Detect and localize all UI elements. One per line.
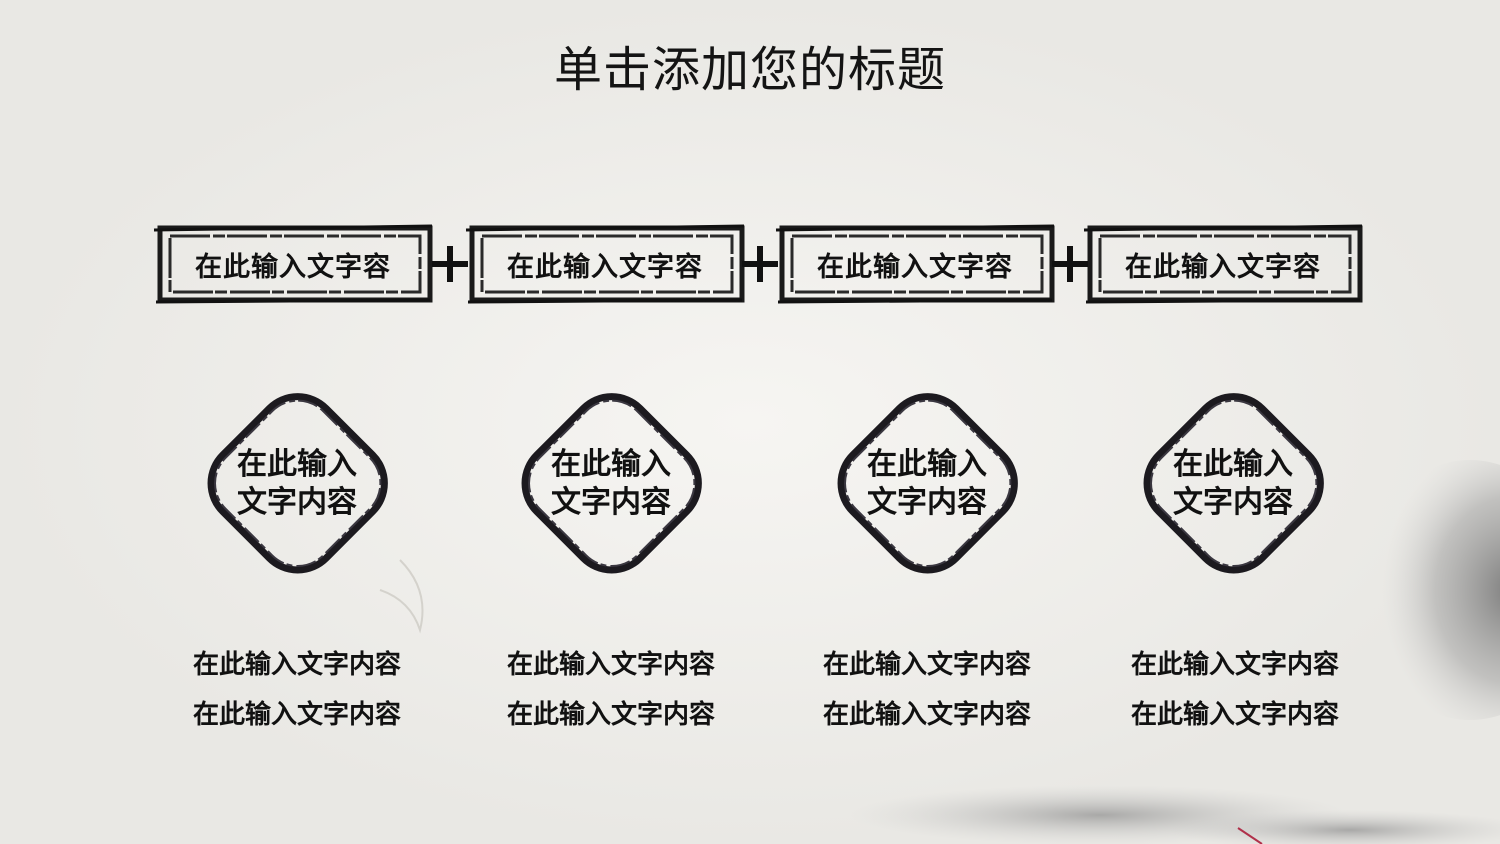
step-box-label: 在此输入文字容: [195, 251, 391, 283]
ink-brush-frame-icon: [1083, 224, 1363, 304]
diamond-line-2: 文字内容: [237, 485, 357, 520]
description-block-4: 在此输入文字内容 在此输入文字内容: [1090, 640, 1380, 740]
ink-diamond-frame-icon: [207, 393, 388, 574]
diamond-line-1: 在此输入: [1173, 447, 1293, 482]
description-line-2: 在此输入文字内容: [192, 700, 401, 730]
description-line-1: 在此输入文字内容: [1130, 650, 1339, 680]
step-box-label: 在此输入文字容: [817, 251, 1013, 283]
step-box-label: 在此输入文字容: [507, 251, 703, 283]
diamond-card-1[interactable]: 在此输入 文字内容: [172, 358, 422, 610]
description-line-1: 在此输入文字内容: [506, 650, 715, 680]
ink-brush-frame-icon: [465, 224, 745, 304]
plus-icon: [432, 246, 468, 282]
ink-diamond-frame-icon: [1143, 393, 1324, 574]
diamond-card-2[interactable]: 在此输入 文字内容: [486, 358, 736, 610]
description-line-1: 在此输入文字内容: [822, 650, 1031, 680]
diamond-text: 在此输入 文字内容: [172, 358, 422, 610]
description-block-1: 在此输入文字内容 在此输入文字内容: [152, 640, 442, 740]
step-box-4[interactable]: 在此输入文字容: [1082, 222, 1364, 306]
diamond-line-1: 在此输入: [867, 447, 987, 482]
step-box-3[interactable]: 在此输入文字容: [774, 222, 1056, 306]
ink-diamond-frame-icon: [521, 393, 702, 574]
page-title: 单击添加您的标题: [553, 42, 946, 98]
description-block-2: 在此输入文字内容 在此输入文字内容: [466, 640, 756, 740]
ink-brush-frame-icon: [153, 224, 433, 304]
description-line-2: 在此输入文字内容: [506, 700, 715, 730]
plus-icon: [742, 246, 778, 282]
step-box-1[interactable]: 在此输入文字容: [152, 222, 434, 306]
diamond-line-2: 文字内容: [867, 485, 987, 520]
diamond-line-1: 在此输入: [237, 447, 357, 482]
diamond-text: 在此输入 文字内容: [486, 358, 736, 610]
diamond-card-4[interactable]: 在此输入 文字内容: [1108, 358, 1358, 610]
diamond-line-2: 文字内容: [1173, 485, 1293, 520]
diamond-text: 在此输入 文字内容: [1108, 358, 1358, 610]
step-box-2[interactable]: 在此输入文字容: [464, 222, 746, 306]
plus-icon: [1052, 246, 1088, 282]
description-line-2: 在此输入文字内容: [1130, 700, 1339, 730]
description-line-2: 在此输入文字内容: [822, 700, 1031, 730]
description-block-3: 在此输入文字内容 在此输入文字内容: [782, 640, 1072, 740]
step-box-label: 在此输入文字容: [1125, 251, 1321, 283]
diamond-text: 在此输入 文字内容: [802, 358, 1052, 610]
ink-diamond-frame-icon: [837, 393, 1018, 574]
diamond-card-3[interactable]: 在此输入 文字内容: [802, 358, 1052, 610]
diamond-line-2: 文字内容: [551, 485, 671, 520]
diamond-line-1: 在此输入: [551, 447, 671, 482]
description-line-1: 在此输入文字内容: [192, 650, 401, 680]
